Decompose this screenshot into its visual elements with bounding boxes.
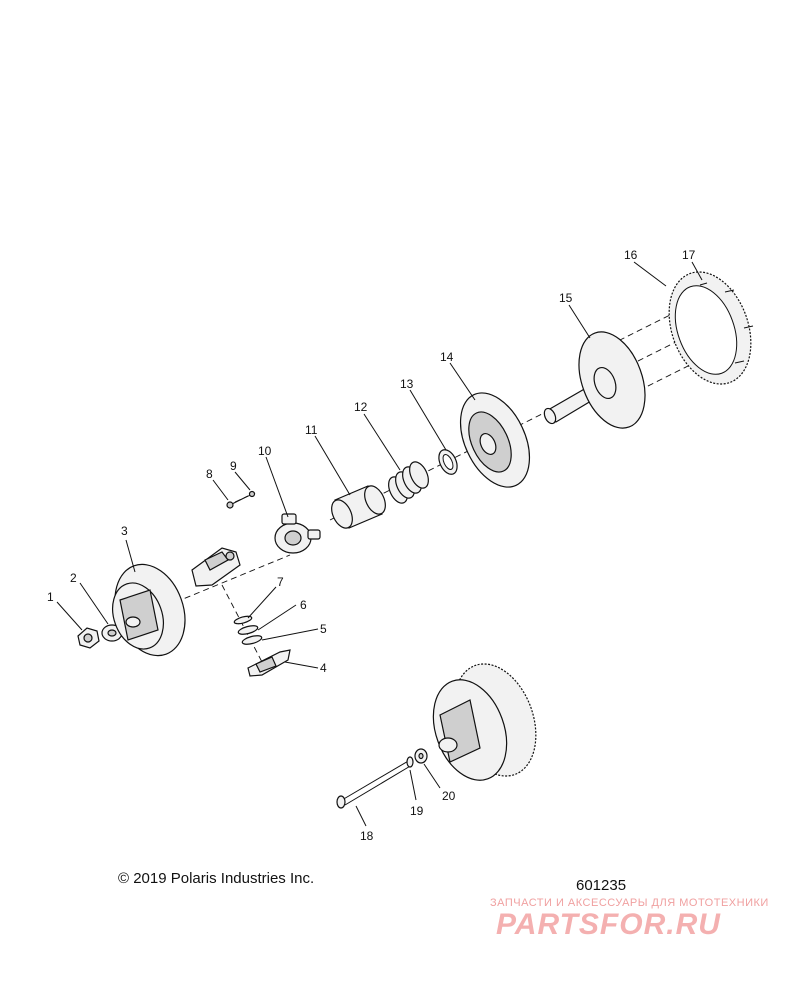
callout-14: 14 bbox=[440, 350, 454, 364]
watermark-logo: PARTSFOR.RU bbox=[496, 908, 721, 941]
part-18-bolt bbox=[336, 759, 413, 809]
callout-19: 19 bbox=[410, 804, 424, 818]
figure-number: 601235 bbox=[576, 877, 627, 894]
callout-16: 16 bbox=[624, 248, 638, 262]
callout-13: 13 bbox=[400, 377, 414, 391]
callout-9: 9 bbox=[230, 459, 237, 473]
part-6-washer bbox=[237, 625, 259, 635]
part-11-sleeve bbox=[331, 485, 386, 529]
part-13-ring bbox=[438, 449, 458, 475]
part-7-clip bbox=[233, 615, 253, 625]
callout-3: 3 bbox=[121, 524, 128, 538]
part-14-cover bbox=[459, 392, 531, 488]
callout-11: 11 bbox=[305, 423, 318, 437]
part-9-pin bbox=[248, 490, 256, 498]
callout-17: 17 bbox=[682, 248, 696, 262]
callout-1: 1 bbox=[47, 590, 54, 604]
part-17-bolts bbox=[699, 282, 754, 364]
callout-10: 10 bbox=[258, 444, 272, 458]
part-8-screw bbox=[226, 495, 249, 509]
part-20-washer bbox=[414, 748, 428, 764]
callout-2: 2 bbox=[70, 571, 77, 585]
callout-labels: 1 2 3 4 5 6 7 8 9 10 11 12 13 14 15 16 1… bbox=[47, 248, 696, 843]
callout-20: 20 bbox=[442, 789, 456, 803]
copyright-notice: © 2019 Polaris Industries Inc. bbox=[118, 870, 315, 887]
assembled-clutch bbox=[432, 663, 537, 781]
part-12-spring bbox=[388, 461, 429, 504]
callout-4: 4 bbox=[320, 661, 327, 675]
callout-leaders bbox=[56, 261, 703, 827]
callout-18: 18 bbox=[360, 829, 374, 843]
callout-15: 15 bbox=[559, 291, 573, 305]
callout-7: 7 bbox=[277, 575, 284, 589]
part-10-spider bbox=[274, 513, 321, 554]
callout-12: 12 bbox=[354, 400, 368, 414]
part-roller-bracket bbox=[191, 547, 241, 587]
watermark-tagline: ЗАПЧАСТИ И АКСЕССУАРЫ ДЛЯ МОТОТЕХНИКИ bbox=[490, 897, 769, 909]
part-4-shoe bbox=[247, 649, 291, 677]
part-3-movable-sheave bbox=[112, 563, 186, 657]
part-15-stationary-sheave bbox=[543, 331, 646, 429]
callout-6: 6 bbox=[300, 598, 307, 612]
callout-8: 8 bbox=[206, 467, 213, 481]
part-19-lockwasher bbox=[406, 756, 414, 768]
part-5-washer bbox=[241, 635, 263, 645]
part-1-nut bbox=[77, 627, 100, 649]
callout-5: 5 bbox=[320, 622, 327, 636]
part-16-ring-gear bbox=[668, 271, 752, 385]
